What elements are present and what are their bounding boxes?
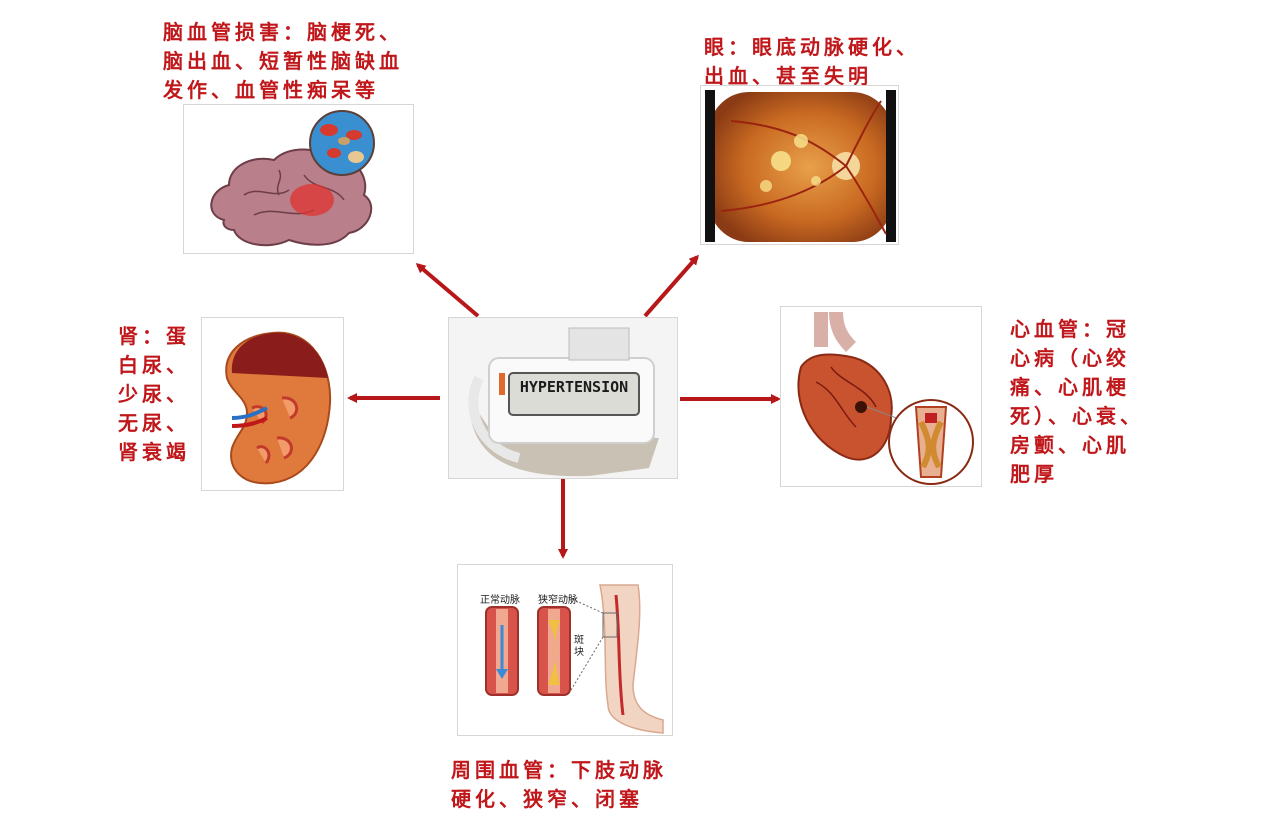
arrow-to-brain	[415, 263, 480, 318]
brain-panel	[183, 104, 414, 254]
artery-panel: 正常动脉 狭窄动脉 斑 块	[457, 564, 673, 736]
kidney-label: 肾：蛋 白尿、 少尿、 无尿、 肾衰竭	[118, 324, 190, 464]
narrow-artery-label: 狭窄动脉	[538, 595, 578, 606]
retina-photo-icon	[701, 86, 898, 244]
arrow-to-eye	[643, 254, 699, 318]
monitor-display-text: HYPERTENSION	[519, 378, 629, 396]
eye-panel	[700, 85, 899, 245]
heart-panel	[780, 306, 982, 487]
blood-pressure-monitor-icon	[449, 318, 677, 478]
peripheral-label: 周围血管：下肢动脉 硬化、狭窄、闭塞	[451, 758, 667, 811]
artery-leg-illustration-icon	[485, 584, 664, 734]
plaque-label: 斑 块	[574, 635, 584, 658]
kidney-panel	[201, 317, 344, 491]
brain-label: 脑血管损害：脑梗死、 脑出血、短暂性脑缺血 发作、血管性痴呆等	[163, 20, 403, 102]
kidney-illustration-icon	[225, 331, 332, 485]
brain-illustration-icon	[210, 110, 375, 247]
monitor-panel: HYPERTENSION	[448, 317, 678, 479]
normal-artery-label: 正常动脉	[480, 595, 520, 606]
heart-label: 心血管：冠 心病（心绞 痛、心肌梗 死）、心衰、 房颤、心肌 肥厚	[1010, 317, 1144, 486]
eye-label: 眼：眼底动脉硬化、 出血、甚至失明	[704, 35, 920, 88]
heart-illustration-icon	[797, 311, 974, 485]
